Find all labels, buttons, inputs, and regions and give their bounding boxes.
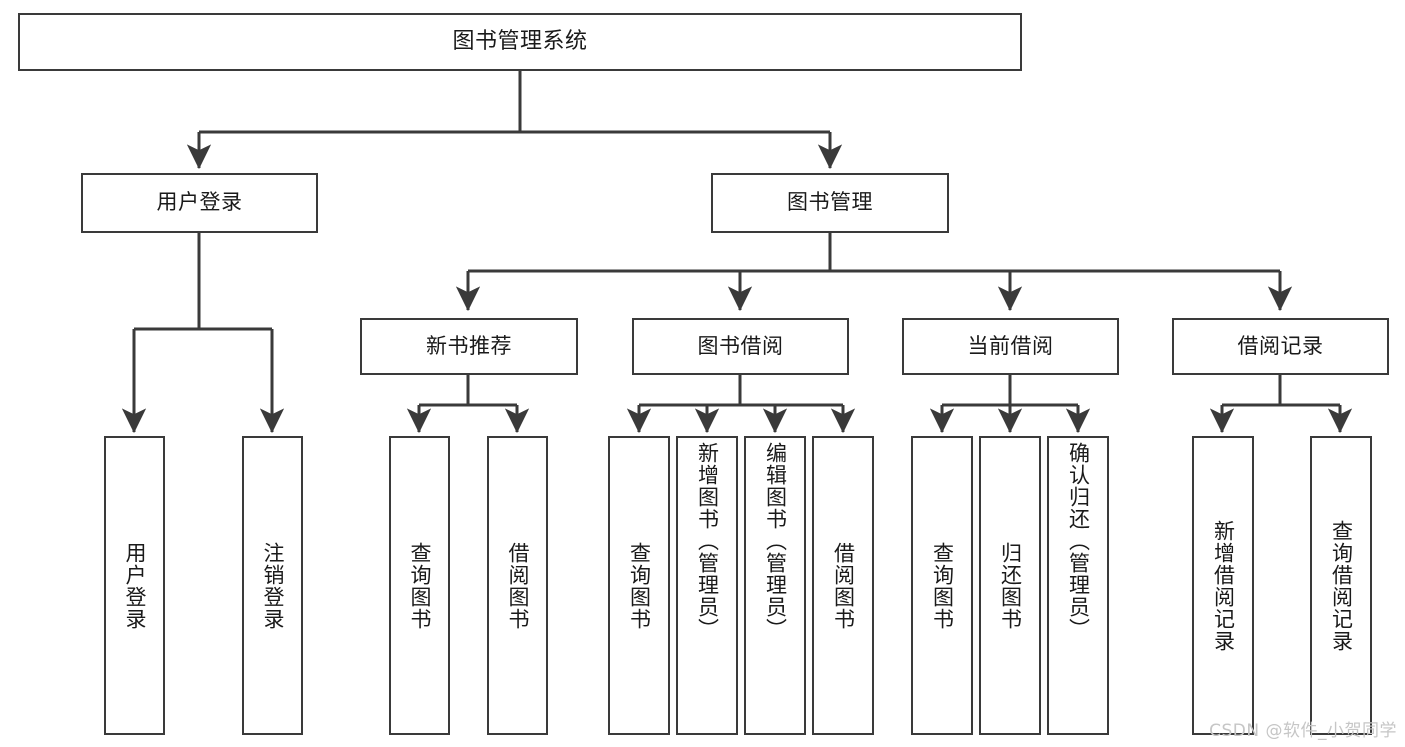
node-label: 用户登录	[122, 541, 147, 630]
node-label: 借阅图书	[505, 541, 530, 630]
node-label: 查询借阅记录	[1329, 519, 1354, 652]
leaf-text-wrap: 用户登录	[106, 438, 163, 733]
node-leaf-return-book[interactable]: 归还图书	[979, 436, 1041, 735]
node-label: 注销登录	[260, 541, 285, 630]
node-label: 新书推荐	[426, 333, 512, 358]
node-leaf-add-book-admin[interactable]: 新增图书（管理员）	[676, 436, 738, 735]
node-leaf-confirm-return-admin[interactable]: 确认归还（管理员）	[1047, 436, 1109, 735]
leaf-text-wrap: 注销登录	[244, 438, 301, 733]
node-new-book-recommend[interactable]: 新书推荐	[360, 318, 578, 375]
node-label: 当前借阅	[967, 333, 1054, 358]
node-label: 新增图书（管理员）	[695, 442, 720, 640]
node-leaf-user-login[interactable]: 用户登录	[104, 436, 165, 735]
node-label: 编辑图书（管理员）	[763, 442, 788, 640]
leaf-text-wrap: 查询图书	[610, 438, 668, 733]
leaf-text-wrap: 编辑图书（管理员）	[746, 438, 804, 737]
node-label: 查询图书	[407, 541, 432, 630]
leaf-text-wrap: 查询图书	[391, 438, 448, 733]
node-label: 新增借阅记录	[1211, 519, 1236, 652]
node-book-borrow[interactable]: 图书借阅	[632, 318, 849, 375]
node-label: 借阅记录	[1237, 333, 1324, 358]
leaf-text-wrap: 新增图书（管理员）	[678, 438, 736, 737]
node-label: 图书管理系统	[452, 28, 588, 54]
node-leaf-add-borrow-record[interactable]: 新增借阅记录	[1192, 436, 1254, 735]
leaf-text-wrap: 新增借阅记录	[1194, 438, 1252, 733]
node-leaf-borrow-book-b[interactable]: 借阅图书	[812, 436, 874, 735]
node-leaf-query-book-a[interactable]: 查询图书	[389, 436, 450, 735]
csdn-watermark: CSDN @软件_小贺同学	[1209, 721, 1397, 741]
node-label: 确认归还（管理员）	[1066, 442, 1091, 640]
node-current-borrow[interactable]: 当前借阅	[902, 318, 1119, 375]
node-label: 查询图书	[930, 541, 955, 630]
node-root-library-system[interactable]: 图书管理系统	[18, 13, 1022, 71]
node-borrow-record[interactable]: 借阅记录	[1172, 318, 1389, 375]
node-label: 归还图书	[998, 541, 1023, 630]
node-leaf-query-book-c[interactable]: 查询图书	[911, 436, 973, 735]
node-label: 借阅图书	[831, 541, 856, 630]
leaf-text-wrap: 查询图书	[913, 438, 971, 733]
node-leaf-edit-book-admin[interactable]: 编辑图书（管理员）	[744, 436, 806, 735]
node-leaf-query-borrow-record[interactable]: 查询借阅记录	[1310, 436, 1372, 735]
node-user-login[interactable]: 用户登录	[81, 173, 318, 233]
leaf-text-wrap: 借阅图书	[489, 438, 546, 733]
node-leaf-logout[interactable]: 注销登录	[242, 436, 303, 735]
node-leaf-borrow-book-a[interactable]: 借阅图书	[487, 436, 548, 735]
leaf-text-wrap: 确认归还（管理员）	[1049, 438, 1107, 737]
leaf-text-wrap: 查询借阅记录	[1312, 438, 1370, 733]
node-label: 查询图书	[627, 541, 652, 630]
leaf-text-wrap: 借阅图书	[814, 438, 872, 733]
leaf-text-wrap: 归还图书	[981, 438, 1039, 733]
node-label: 图书管理	[787, 190, 873, 215]
node-label: 用户登录	[156, 190, 243, 215]
node-label: 图书借阅	[697, 333, 784, 358]
node-leaf-query-book-b[interactable]: 查询图书	[608, 436, 670, 735]
node-book-management[interactable]: 图书管理	[711, 173, 949, 233]
